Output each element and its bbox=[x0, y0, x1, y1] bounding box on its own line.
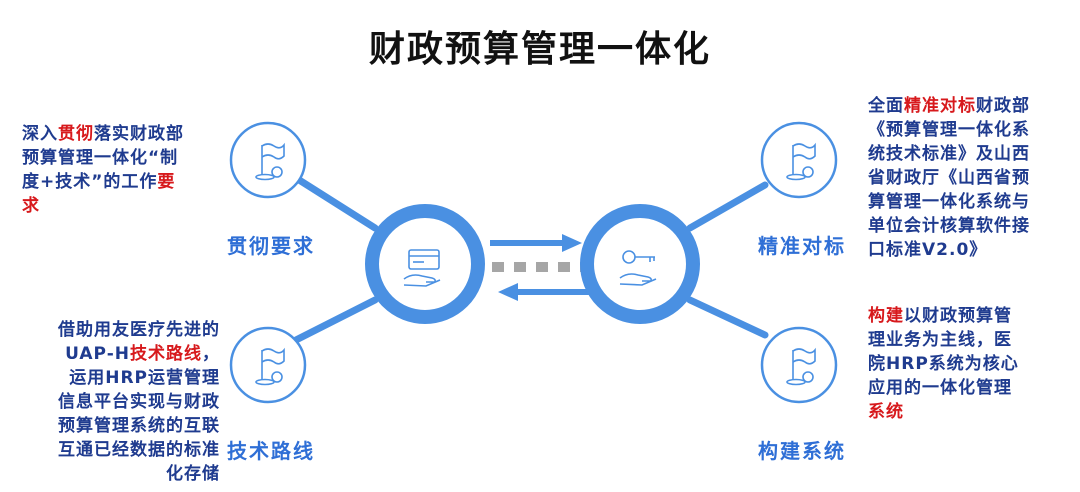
body-text: 口标准V2.0》 bbox=[868, 240, 988, 260]
text-line: 构建以财政预算管 bbox=[868, 304, 1019, 328]
highlight-text: 要 bbox=[157, 172, 176, 192]
connector-bottom-left bbox=[292, 296, 379, 344]
text-line: 《预算管理一体化系 bbox=[868, 118, 1030, 142]
highlight-text: 求 bbox=[22, 196, 40, 216]
text-line: 单位会计核算软件接 bbox=[868, 214, 1030, 238]
label-bottom-left: 技术路线 bbox=[227, 439, 315, 463]
connector-bottom-right bbox=[686, 296, 769, 339]
flag-coin-icon bbox=[255, 142, 285, 181]
body-text: 运用HRP运营管理 bbox=[69, 368, 220, 388]
text-line: 预算管理系统的互联 bbox=[22, 414, 220, 438]
highlight-text: 构建 bbox=[868, 306, 904, 326]
text-block-bottom-right: 构建以财政预算管理业务为主线，医院HRP系统为核心应用的一体化管理系统 bbox=[868, 304, 1019, 424]
body-text: 信息平台实现与财政 bbox=[58, 392, 220, 412]
highlight-text: 技术路线 bbox=[130, 344, 202, 364]
node-top-right bbox=[760, 121, 838, 199]
text-line: 算管理一体化系统与 bbox=[868, 190, 1030, 214]
flag-coin-icon bbox=[786, 142, 816, 181]
text-line: 统技术标准》及山西 bbox=[868, 142, 1030, 166]
text-line: UAP-H技术路线， bbox=[22, 342, 220, 366]
body-text: 理业务为主线，医 bbox=[868, 330, 1012, 350]
body-text: 院HRP系统为核心 bbox=[868, 354, 1019, 374]
label-bottom-right: 构建系统 bbox=[758, 439, 846, 463]
text-line: 借助用友医疗先进的 bbox=[22, 318, 220, 342]
highlight-text: 系统 bbox=[868, 402, 904, 422]
label-top-left: 贯彻要求 bbox=[227, 234, 315, 258]
arrow-left bbox=[498, 283, 590, 301]
text-line: 预算管理一体化“制 bbox=[22, 146, 184, 170]
connector-top-left bbox=[292, 174, 379, 232]
text-line: 应用的一体化管理 bbox=[868, 376, 1019, 400]
text-line: 信息平台实现与财政 bbox=[22, 390, 220, 414]
flag-coin-icon bbox=[786, 347, 816, 386]
text-line: 互通已经数据的标准 bbox=[22, 438, 220, 462]
body-text: 度+技术”的工作 bbox=[22, 172, 158, 192]
body-text: 统技术标准》及山西 bbox=[868, 144, 1030, 164]
body-text: 全面 bbox=[868, 96, 904, 116]
connector-top-right bbox=[686, 181, 769, 232]
body-text: ， bbox=[202, 344, 220, 364]
body-text: 化存储 bbox=[166, 464, 220, 484]
node-bottom-right bbox=[760, 326, 838, 404]
text-line: 院HRP系统为核心 bbox=[868, 352, 1019, 376]
body-text: 应用的一体化管理 bbox=[868, 378, 1012, 398]
body-text: UAP-H bbox=[65, 344, 130, 364]
body-text: 预算管理一体化“制 bbox=[22, 148, 179, 168]
key-hand-icon bbox=[619, 250, 657, 286]
node-bottom-left bbox=[229, 326, 307, 404]
text-line: 省财政厅《山西省预 bbox=[868, 166, 1030, 190]
hub-left bbox=[365, 204, 485, 324]
text-line: 运用HRP运营管理 bbox=[22, 366, 220, 390]
text-line: 全面精准对标财政部 bbox=[868, 94, 1030, 118]
text-line: 化存储 bbox=[22, 462, 220, 486]
card-hand-icon bbox=[403, 249, 441, 287]
text-line: 求 bbox=[22, 194, 184, 218]
body-text: 《预算管理一体化系 bbox=[868, 120, 1030, 140]
body-text: 互通已经数据的标准 bbox=[58, 440, 220, 460]
highlight-text: 贯彻 bbox=[58, 124, 94, 144]
arrow-right bbox=[490, 234, 582, 252]
text-line: 系统 bbox=[868, 400, 1019, 424]
label-top-right: 精准对标 bbox=[758, 234, 846, 258]
body-text: 落实财政部 bbox=[94, 124, 184, 144]
node-top-left bbox=[229, 121, 307, 199]
dashed-link bbox=[492, 262, 592, 272]
text-block-top-left: 深入贯彻落实财政部预算管理一体化“制度+技术”的工作要求 bbox=[22, 122, 184, 218]
text-line: 口标准V2.0》 bbox=[868, 238, 1030, 262]
text-line: 理业务为主线，医 bbox=[868, 328, 1019, 352]
connectors bbox=[292, 174, 769, 344]
text-line: 深入贯彻落实财政部 bbox=[22, 122, 184, 146]
body-text: 预算管理系统的互联 bbox=[58, 416, 220, 436]
body-text: 借助用友医疗先进的 bbox=[58, 320, 220, 340]
body-text: 省财政厅《山西省预 bbox=[868, 168, 1030, 188]
hub-right bbox=[580, 204, 700, 324]
body-text: 财政部 bbox=[976, 96, 1030, 116]
body-text: 深入 bbox=[22, 124, 58, 144]
page-title: 财政预算管理一体化 bbox=[368, 29, 711, 70]
body-text: 算管理一体化系统与 bbox=[868, 192, 1030, 212]
body-text: 以财政预算管 bbox=[904, 306, 1012, 326]
highlight-text: 精准对标 bbox=[904, 96, 976, 116]
text-block-top-right: 全面精准对标财政部《预算管理一体化系统技术标准》及山西省财政厅《山西省预算管理一… bbox=[868, 94, 1030, 262]
body-text: 单位会计核算软件接 bbox=[868, 216, 1030, 236]
flag-coin-icon bbox=[255, 347, 285, 386]
text-line: 度+技术”的工作要 bbox=[22, 170, 184, 194]
